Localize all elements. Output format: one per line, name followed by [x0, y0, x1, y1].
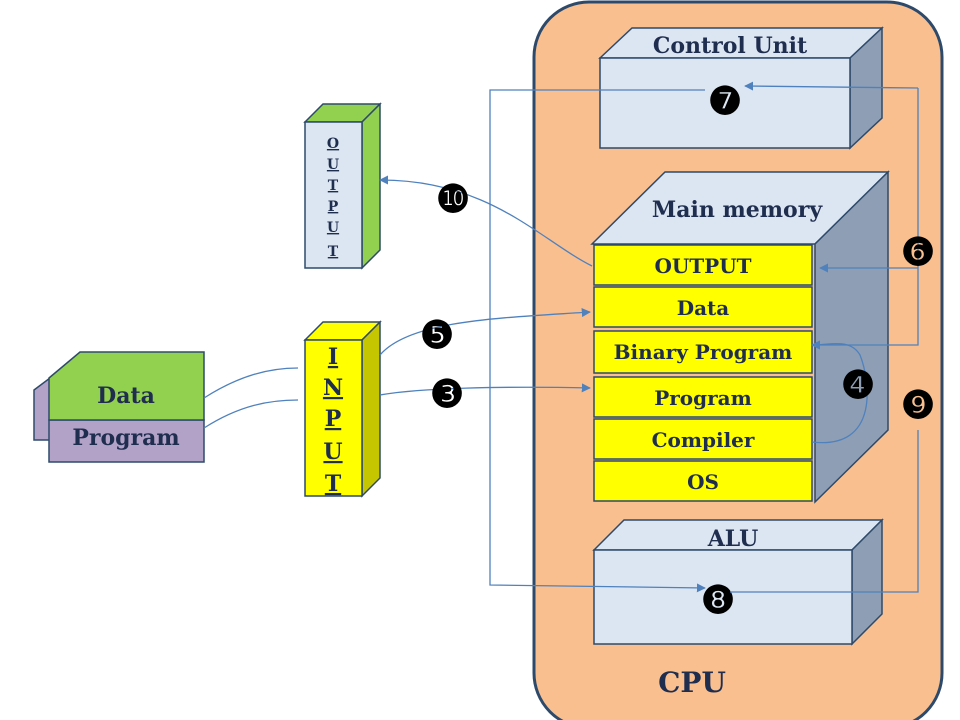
source-card: Data Program — [33, 351, 205, 463]
input-letter: U — [323, 439, 342, 465]
alu-label: ALU — [707, 526, 759, 552]
arrow-control-feed — [744, 81, 919, 91]
output-letter: U — [327, 157, 339, 173]
control-unit-label: Control Unit — [653, 33, 808, 59]
input-device: I N P U T — [303, 320, 382, 498]
memory-row-data: Data — [593, 286, 813, 328]
output-device: O U T P U T — [303, 102, 382, 270]
control-unit-box: Control Unit ❼ — [598, 26, 884, 150]
input-letter: N — [323, 375, 343, 401]
output-letter: T — [328, 244, 339, 260]
memory-row-label: Data — [677, 296, 730, 320]
source-data-label: Data — [97, 383, 155, 409]
memory-row-os: OS — [593, 460, 813, 502]
arrow-step-10 — [379, 175, 593, 267]
main-memory-label: Main memory — [652, 197, 823, 223]
line-step-9 — [730, 430, 919, 593]
source-program-label: Program — [72, 425, 179, 451]
arrow-step-6-main — [811, 88, 919, 350]
memory-row-program: Program — [593, 376, 813, 418]
memory-row-output: OUTPUT — [593, 244, 813, 286]
arrow-step-4 — [811, 340, 868, 444]
arrow-control-to-alu — [489, 89, 706, 593]
output-letter: O — [327, 136, 339, 152]
step-3-marker: ❸ — [430, 371, 464, 416]
step-6-marker: ❻ — [901, 229, 935, 274]
step-5-marker: ❺ — [420, 312, 454, 357]
input-letter: I — [328, 344, 338, 370]
output-letter: U — [327, 220, 339, 236]
step-4-marker: ❹ — [841, 362, 875, 407]
step-7-marker: ❼ — [708, 78, 742, 123]
memory-row-binary-program: Binary Program — [593, 330, 813, 374]
memory-row-label: Program — [654, 386, 752, 410]
output-letter: P — [328, 199, 339, 215]
data-to-input-line — [203, 367, 299, 399]
input-letter: P — [325, 406, 342, 432]
memory-row-label: OS — [687, 470, 719, 494]
cpu-label: CPU — [658, 666, 726, 699]
step-10-marker: ❿ — [436, 176, 470, 221]
memory-row-label: Compiler — [652, 428, 755, 452]
memory-row-label: OUTPUT — [654, 254, 751, 278]
input-letter: T — [325, 471, 342, 497]
main-memory-box: Main memory OUTPUT Data Binary Program P… — [590, 170, 890, 504]
arrow-step-3 — [379, 383, 591, 396]
step-8-marker: ❽ — [701, 577, 735, 622]
memory-row-label: Binary Program — [614, 340, 793, 364]
program-to-input-line — [203, 399, 299, 429]
memory-row-compiler: Compiler — [593, 418, 813, 460]
step-9-marker: ❾ — [901, 382, 935, 427]
arrow-step-5 — [379, 308, 591, 356]
alu-box: ALU ❽ — [592, 518, 884, 646]
output-letter: T — [328, 178, 339, 194]
